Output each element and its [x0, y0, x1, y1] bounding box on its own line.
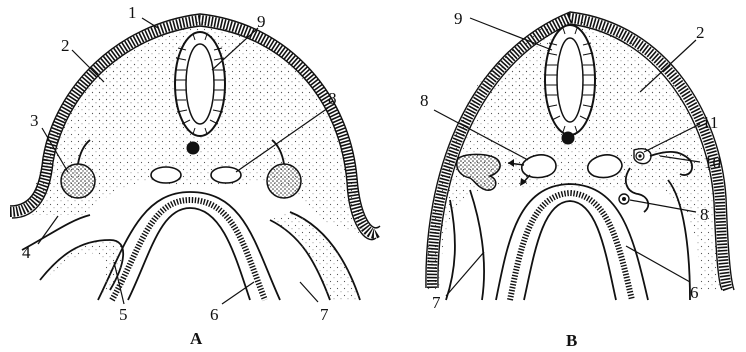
label-9-b: 9	[454, 9, 463, 28]
label-10-b: 10	[704, 153, 721, 172]
leader-6-a	[222, 282, 254, 304]
glomerulus-upper-core-b	[638, 154, 641, 157]
notochord-b	[562, 132, 575, 145]
leader-6-b	[626, 246, 690, 282]
label-2-a: 2	[61, 36, 70, 55]
gut-wall-inner-b	[524, 201, 616, 300]
leader-4-a	[38, 216, 58, 244]
label-7-b: 7	[432, 293, 441, 312]
label-7-a: 7	[320, 305, 329, 324]
label-4-a: 4	[22, 243, 31, 262]
label-5-a: 5	[119, 305, 128, 324]
panel-label-b: B	[566, 331, 577, 350]
dorsal-aorta-right-a	[211, 167, 241, 183]
label-1-a: 1	[128, 3, 137, 22]
dorsal-aorta-left-a	[151, 167, 181, 183]
label-6-b: 6	[690, 283, 699, 302]
label-9-a: 9	[257, 12, 266, 31]
leader-7-a	[300, 282, 318, 302]
neural-canal-b	[557, 38, 583, 122]
fold-fill-left-a	[40, 240, 123, 300]
lateral-fold-left-a	[22, 215, 90, 250]
notochord-a	[187, 142, 200, 155]
neural-canal-a	[186, 44, 214, 124]
label-2-b: 2	[696, 23, 705, 42]
label-6-a: 6	[210, 305, 219, 324]
panel-label-a: A	[190, 329, 203, 348]
gut-wall-inner-a	[128, 208, 250, 300]
label-8b-b: 8	[700, 205, 709, 224]
panel-a: 1 2 3 4 5 6 7 8 9 A	[10, 3, 380, 348]
label-11-b: 11	[702, 113, 718, 132]
label-3-a: 3	[30, 111, 39, 130]
label-8-a: 8	[328, 89, 337, 108]
panel-b: 9 2 8 11 10 8 7 6 B	[420, 9, 734, 350]
glomerulus-lower-core-b	[622, 197, 626, 201]
label-8-b: 8	[420, 91, 429, 110]
nephric-body-right-a	[267, 164, 301, 198]
splanchnic-fold-left-b	[470, 190, 484, 300]
